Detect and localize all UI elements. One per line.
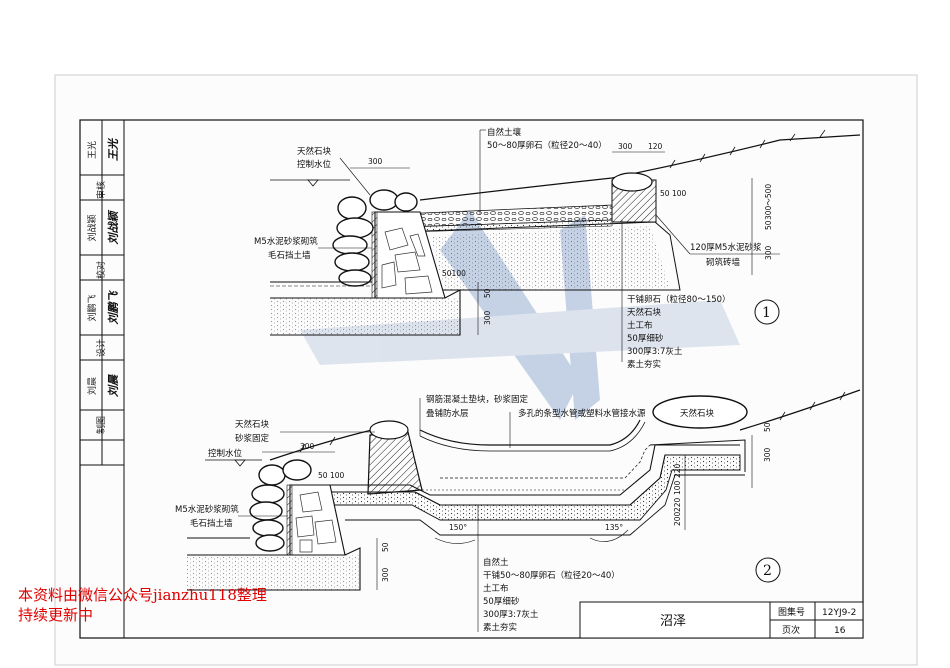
label-pebble-layer: 50～80厚卵石（粒径20～40）	[487, 140, 607, 151]
signature-3: 刘鹏飞	[107, 290, 120, 325]
detail-1-labels: 自然土壤 50～80厚卵石（粒径20～40） 天然石块 控制水位 M5水泥砂浆砌…	[254, 127, 780, 370]
dim-200: 200	[673, 511, 682, 526]
dim-50: 50	[660, 189, 670, 198]
watermark-line-2: 持续更新中	[18, 606, 94, 624]
detail-2-section	[187, 389, 861, 591]
detail-1-section	[270, 129, 861, 336]
dim-300-wall: 300	[618, 142, 633, 151]
label-water-level-2: 控制水位	[208, 448, 243, 459]
dim-100: 100	[672, 189, 687, 198]
label-natural-stone-left: 天然石块	[235, 419, 270, 430]
label-mortar: 砂浆固定	[235, 433, 270, 444]
label-natural-soil-2: 自然土	[483, 557, 509, 568]
label-geotextile-2: 土工布	[483, 583, 509, 594]
dim-50-2: 50	[318, 471, 328, 480]
dim-300-lower: 300	[483, 310, 492, 325]
signature-1: 王光	[107, 137, 120, 161]
detail-2-labels: 钢筋混凝土垫块，砂浆固定 叠铺防水层 多孔的条型水管或塑料水管接水源 天然石块 …	[175, 394, 781, 633]
label-geotextile: 土工布	[627, 320, 653, 331]
atlas-label: 图集号	[778, 606, 805, 618]
signature-strip: 王光 王光 审核 刘战颖 刘战颖 校对 刘鹏飞 刘鹏飞 设计 刘晨 刘晨 制图	[79, 119, 125, 639]
label-rubble-wall: 毛石挡土墙	[268, 250, 311, 261]
label-pipe: 多孔的条型水管或塑料水管接水源	[518, 408, 646, 419]
name-1: 王光	[86, 141, 98, 159]
label-compacted-earth-2: 素土夯实	[483, 622, 517, 633]
name-2: 刘战颖	[86, 214, 98, 241]
dim-50-left-2: 50	[381, 542, 390, 552]
label-fine-sand-2: 50厚细砂	[483, 596, 520, 607]
label-lime-soil-2: 300厚3:7灰土	[483, 609, 539, 620]
atlas-number: 12YJ9-2	[822, 608, 856, 618]
label-natural-stone: 天然石块	[297, 146, 332, 157]
detail-1-number-circle	[754, 299, 780, 325]
dim-angle-150: 150°	[449, 523, 467, 532]
dim-100-b: 100	[673, 480, 682, 495]
label-dry-pebble: 干铺卵石（粒径80～150）	[627, 294, 731, 305]
dim-50-lower: 50	[483, 288, 492, 298]
watermark-text: 本资料由微信公众号jianzhu118整理 持续更新中	[18, 585, 267, 625]
label-lime-soil: 300厚3:7灰土	[627, 346, 683, 357]
page-number: 16	[834, 626, 846, 636]
title-block: 沼泽 图集号 12YJ9-2 页次 16	[579, 601, 864, 639]
dim-100-2: 100	[330, 471, 345, 480]
dim-220-b: 220	[673, 497, 682, 512]
label-dry-pebble-2: 干铺50～80厚卵石（粒径20～40）	[483, 570, 620, 581]
dim-angle-135: 135°	[605, 523, 623, 532]
label-m5-mortar: M5水泥砂浆砌筑	[254, 236, 318, 247]
role-2: 校对	[95, 261, 107, 279]
label-brick-wall-1: 120厚M5水泥砂浆	[690, 242, 762, 253]
label-natural-soil: 自然土壤	[487, 127, 522, 138]
role-1: 审核	[95, 181, 107, 199]
watermark-line-1: 本资料由微信公众号jianzhu118整理	[18, 586, 267, 604]
name-3: 刘鹏飞	[86, 294, 98, 321]
signature-2: 刘战颖	[107, 210, 120, 245]
detail-1-number: 1	[762, 305, 771, 321]
signature-4: 刘晨	[107, 374, 120, 397]
label-water-level: 控制水位	[297, 159, 332, 170]
page-label: 页次	[782, 624, 800, 636]
label-compacted-earth: 素土夯实	[627, 359, 661, 370]
dim-300-right-2: 300	[763, 447, 772, 462]
label-natural-stone-right: 天然石块	[680, 408, 715, 419]
label-rubble-wall-2: 毛石挡土墙	[190, 518, 233, 529]
dim-300-left-2: 300	[381, 567, 390, 582]
dim-300-500: 300～500	[764, 184, 773, 220]
dim-120: 120	[648, 142, 663, 151]
dim-300-top-2: 300	[300, 442, 315, 451]
label-natural-stone-2: 天然石块	[627, 307, 662, 318]
role-3: 设计	[95, 339, 107, 357]
dim-50-right: 50	[764, 220, 773, 230]
dim-300-top: 300	[368, 157, 383, 166]
label-rc-pad: 钢筋混凝土垫块，砂浆固定	[426, 394, 529, 405]
role-4: 制图	[95, 416, 107, 434]
dim-220-a: 220	[673, 463, 682, 478]
label-waterproof: 叠铺防水层	[426, 408, 469, 419]
label-m5-mortar-2: M5水泥砂浆砌筑	[175, 504, 239, 515]
detail-2-number: 2	[763, 563, 772, 579]
name-4: 刘晨	[86, 377, 98, 395]
label-fine-sand: 50厚细砂	[627, 333, 664, 344]
dim-50-right-2: 50	[763, 422, 772, 432]
dim-300-right: 300	[764, 245, 773, 260]
dim-50100: 50100	[442, 269, 466, 278]
drawing-title: 沼泽	[660, 614, 686, 629]
label-brick-wall-2: 砌筑砖墙	[706, 257, 741, 268]
detail-2-number-circle	[755, 557, 781, 583]
